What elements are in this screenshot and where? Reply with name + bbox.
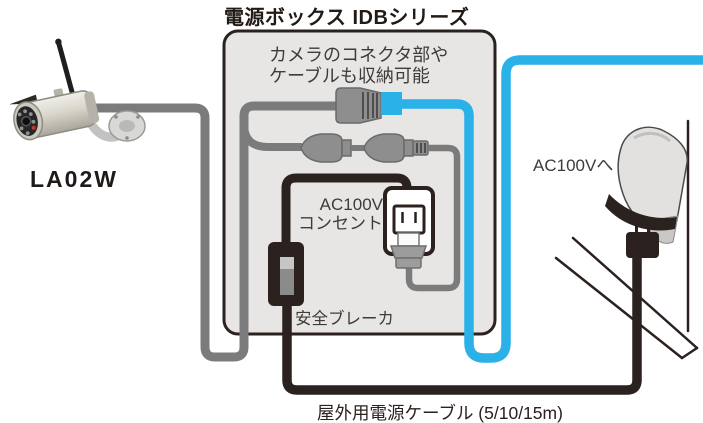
cyan-plug: [381, 92, 402, 115]
camera-connector: [335, 87, 402, 124]
outdoor-plug: [626, 217, 659, 258]
breaker-to-outlet-cable: [281, 173, 412, 245]
ac-outlet-label-line1: AC100V: [319, 195, 383, 214]
box-note-line1: カメラのコネクタ部や: [269, 45, 449, 65]
dc-connector-pair: [300, 133, 429, 163]
wall-lines: [554, 119, 699, 360]
camera-antenna: [56, 40, 75, 96]
breaker-label: 安全ブレーカ: [295, 310, 394, 328]
diagram-title: 電源ボックス IDBシリーズ: [224, 7, 470, 29]
box-note-line2: ケーブルも収納可能: [269, 66, 430, 86]
safety-breaker: [268, 242, 304, 306]
ac-outlet-label: AC100V コンセント: [288, 195, 383, 233]
camera-cable-branch: [240, 123, 302, 151]
camera-cable: [78, 101, 339, 362]
adapter-cable: [405, 144, 461, 292]
ac-outlet-label-line2: コンセント: [298, 214, 383, 233]
wall-outlet-label: AC100Vへ: [533, 156, 614, 175]
camera-illustration: [9, 38, 100, 141]
ac-adapter-plug: [389, 232, 428, 269]
outdoor-power-cable: [282, 257, 642, 395]
outdoor-outlet-cover: [605, 126, 688, 244]
camera-model-label: LA02W: [30, 166, 118, 192]
outdoor-cable-label: 屋外用電源ケーブル (5/10/15m): [317, 403, 563, 423]
extension-cable: [402, 55, 703, 363]
